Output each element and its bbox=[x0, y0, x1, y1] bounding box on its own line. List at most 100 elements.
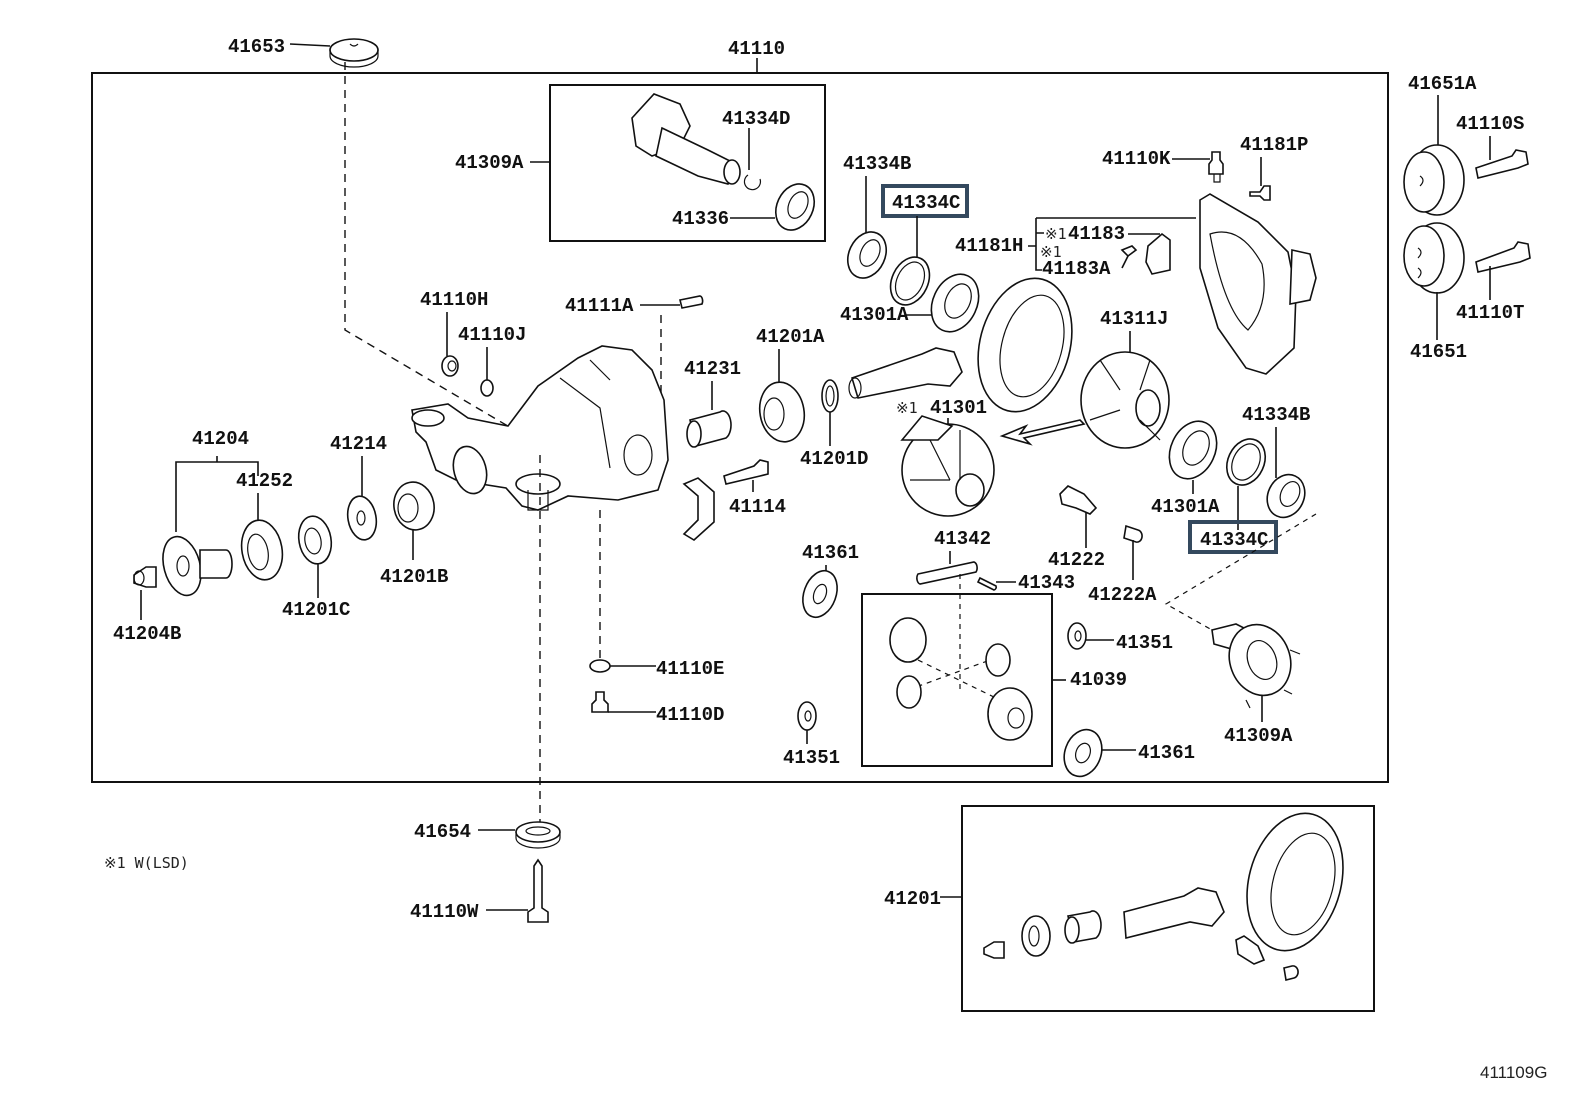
label-41309A-top[interactable]: 41309A bbox=[455, 152, 524, 174]
label-41361-bottom[interactable]: 41361 bbox=[1138, 742, 1195, 764]
label-41334D[interactable]: 41334D bbox=[722, 108, 790, 130]
label-41351-right[interactable]: 41351 bbox=[1116, 632, 1173, 654]
part-41361-washer-top[interactable] bbox=[797, 566, 843, 622]
label-41183[interactable]: 41183 bbox=[1068, 223, 1125, 245]
part-41114-bolt[interactable] bbox=[723, 459, 769, 485]
part-41222-lock-plate[interactable] bbox=[1059, 485, 1098, 515]
label-41201C[interactable]: 41201C bbox=[282, 599, 350, 621]
part-41651-cover-cap[interactable] bbox=[1403, 222, 1465, 294]
label-41334B-bottom[interactable]: 41334B bbox=[1242, 404, 1310, 426]
label-41334B-top[interactable]: 41334B bbox=[843, 153, 911, 175]
label-41111A[interactable]: 41111A bbox=[565, 295, 634, 317]
label-41214[interactable]: 41214 bbox=[330, 433, 387, 455]
part-41222A-bolt[interactable] bbox=[1123, 524, 1143, 543]
label-41110E[interactable]: 41110E bbox=[656, 658, 724, 680]
label-41201A[interactable]: 41201A bbox=[756, 326, 825, 348]
label-41361-top[interactable]: 41361 bbox=[802, 542, 859, 564]
label-41181P[interactable]: 41181P bbox=[1240, 134, 1308, 156]
part-41336-oil-seal[interactable] bbox=[769, 178, 822, 237]
label-41651A[interactable]: 41651A bbox=[1408, 73, 1477, 95]
label-41110H[interactable]: 41110H bbox=[420, 289, 488, 311]
label-41651[interactable]: 41651 bbox=[1410, 341, 1467, 363]
label-41336[interactable]: 41336 bbox=[672, 208, 729, 230]
label-41114[interactable]: 41114 bbox=[729, 496, 786, 518]
part-41301A-bearing-top[interactable] bbox=[922, 267, 987, 340]
part-41110T-bolt[interactable] bbox=[1475, 241, 1531, 273]
part-41231-spacer[interactable] bbox=[686, 410, 732, 448]
label-41110J[interactable]: 41110J bbox=[458, 324, 526, 346]
label-41204[interactable]: 41204 bbox=[192, 428, 249, 450]
part-41334D-snap-ring[interactable] bbox=[743, 174, 762, 191]
part-41334B-bearing-top[interactable] bbox=[841, 226, 894, 285]
part-41252-oil-seal[interactable] bbox=[237, 517, 287, 583]
part-41301A-bearing-bottom[interactable] bbox=[1160, 414, 1225, 487]
label-41311J[interactable]: 41311J bbox=[1100, 308, 1168, 330]
part-41201D-shim[interactable] bbox=[821, 379, 839, 413]
label-41183A[interactable]: 41183A bbox=[1042, 258, 1111, 280]
part-carrier-housing[interactable] bbox=[411, 345, 669, 511]
part-41111A-pin[interactable] bbox=[679, 295, 704, 309]
part-41351-washer-right[interactable] bbox=[1067, 622, 1087, 650]
label-41301[interactable]: 41301 bbox=[930, 397, 987, 419]
part-41334C-shim-top[interactable] bbox=[883, 251, 937, 312]
label-41342[interactable]: 41342 bbox=[934, 528, 991, 550]
label-41201[interactable]: 41201 bbox=[884, 888, 941, 910]
part-41181P-bolt[interactable] bbox=[1249, 185, 1271, 201]
part-41201C-bearing[interactable] bbox=[295, 514, 335, 567]
part-41651A-cover-cap[interactable] bbox=[1403, 144, 1465, 216]
label-41252[interactable]: 41252 bbox=[236, 470, 293, 492]
part-drive-pinion[interactable] bbox=[848, 347, 963, 399]
part-41214-spacer[interactable] bbox=[344, 494, 379, 542]
part-41110E-gasket[interactable] bbox=[589, 659, 611, 673]
label-41201B[interactable]: 41201B bbox=[380, 566, 448, 588]
label-41110K[interactable]: 41110K bbox=[1102, 148, 1171, 170]
label-41039[interactable]: 41039 bbox=[1070, 669, 1127, 691]
part-41110S-bolt[interactable] bbox=[1475, 149, 1529, 179]
part-41039-gear-kit[interactable] bbox=[889, 617, 1033, 741]
label-41204B[interactable]: 41204B bbox=[113, 623, 181, 645]
label-41309A-bottom[interactable]: 41309A bbox=[1224, 725, 1293, 747]
label-41301A-top[interactable]: 41301A bbox=[840, 304, 909, 326]
part-bearing-cap[interactable] bbox=[682, 477, 715, 541]
part-41110D-drain-plug[interactable] bbox=[591, 691, 609, 713]
label-41110T[interactable]: 41110T bbox=[1456, 302, 1524, 324]
part-41201-gear-set[interactable] bbox=[983, 802, 1358, 981]
part-41204-companion-flange[interactable] bbox=[157, 532, 233, 599]
part-41110W-bolt[interactable] bbox=[527, 858, 549, 923]
part-41334B-bearing-bottom[interactable] bbox=[1260, 468, 1311, 523]
part-41654-cushion[interactable] bbox=[515, 821, 561, 849]
part-41311J-diff-case[interactable] bbox=[1080, 351, 1170, 449]
part-differential-cover[interactable] bbox=[1199, 193, 1317, 375]
label-41654[interactable]: 41654 bbox=[414, 821, 471, 843]
part-41201B-bearing[interactable] bbox=[390, 479, 438, 533]
label-41201D[interactable]: 41201D bbox=[800, 448, 868, 470]
label-41334C-bottom[interactable]: 41334C bbox=[1200, 529, 1268, 551]
label-41222A[interactable]: 41222A bbox=[1088, 584, 1157, 606]
part-41301-diff-case-lsd[interactable] bbox=[900, 415, 995, 517]
part-41334C-shim-bottom[interactable] bbox=[1220, 433, 1273, 492]
part-41361-washer-bottom[interactable] bbox=[1058, 724, 1108, 781]
part-41343-pin[interactable] bbox=[976, 576, 997, 591]
part-41183-plate[interactable] bbox=[1145, 232, 1171, 275]
label-41110[interactable]: 41110 bbox=[728, 38, 785, 60]
part-41110K-breather[interactable] bbox=[1208, 151, 1224, 183]
label-41181H[interactable]: 41181H bbox=[955, 235, 1023, 257]
label-41334C-top[interactable]: 41334C bbox=[892, 192, 960, 214]
label-41231[interactable]: 41231 bbox=[684, 358, 741, 380]
part-41110H-plug[interactable] bbox=[441, 355, 459, 377]
part-41342-pinion-shaft[interactable] bbox=[916, 561, 978, 585]
label-41110D[interactable]: 41110D bbox=[656, 704, 724, 726]
part-41110J-gasket[interactable] bbox=[480, 379, 494, 397]
part-41309A-flange-shaft-top[interactable] bbox=[631, 93, 741, 185]
part-41309A-flange-shaft-bottom[interactable] bbox=[1211, 616, 1301, 709]
part-41351-washer-bottom[interactable] bbox=[797, 701, 817, 731]
label-41351-bottom[interactable]: 41351 bbox=[783, 747, 840, 769]
part-41204B-nut[interactable] bbox=[133, 566, 157, 588]
part-ring-gear[interactable] bbox=[964, 268, 1086, 423]
label-41222[interactable]: 41222 bbox=[1048, 549, 1105, 571]
label-41110W[interactable]: 41110W bbox=[410, 901, 479, 923]
label-41343[interactable]: 41343 bbox=[1018, 572, 1075, 594]
label-41653[interactable]: 41653 bbox=[228, 36, 285, 58]
part-41183A-bolt[interactable] bbox=[1120, 245, 1138, 269]
part-41201A-bearing[interactable] bbox=[755, 379, 809, 446]
